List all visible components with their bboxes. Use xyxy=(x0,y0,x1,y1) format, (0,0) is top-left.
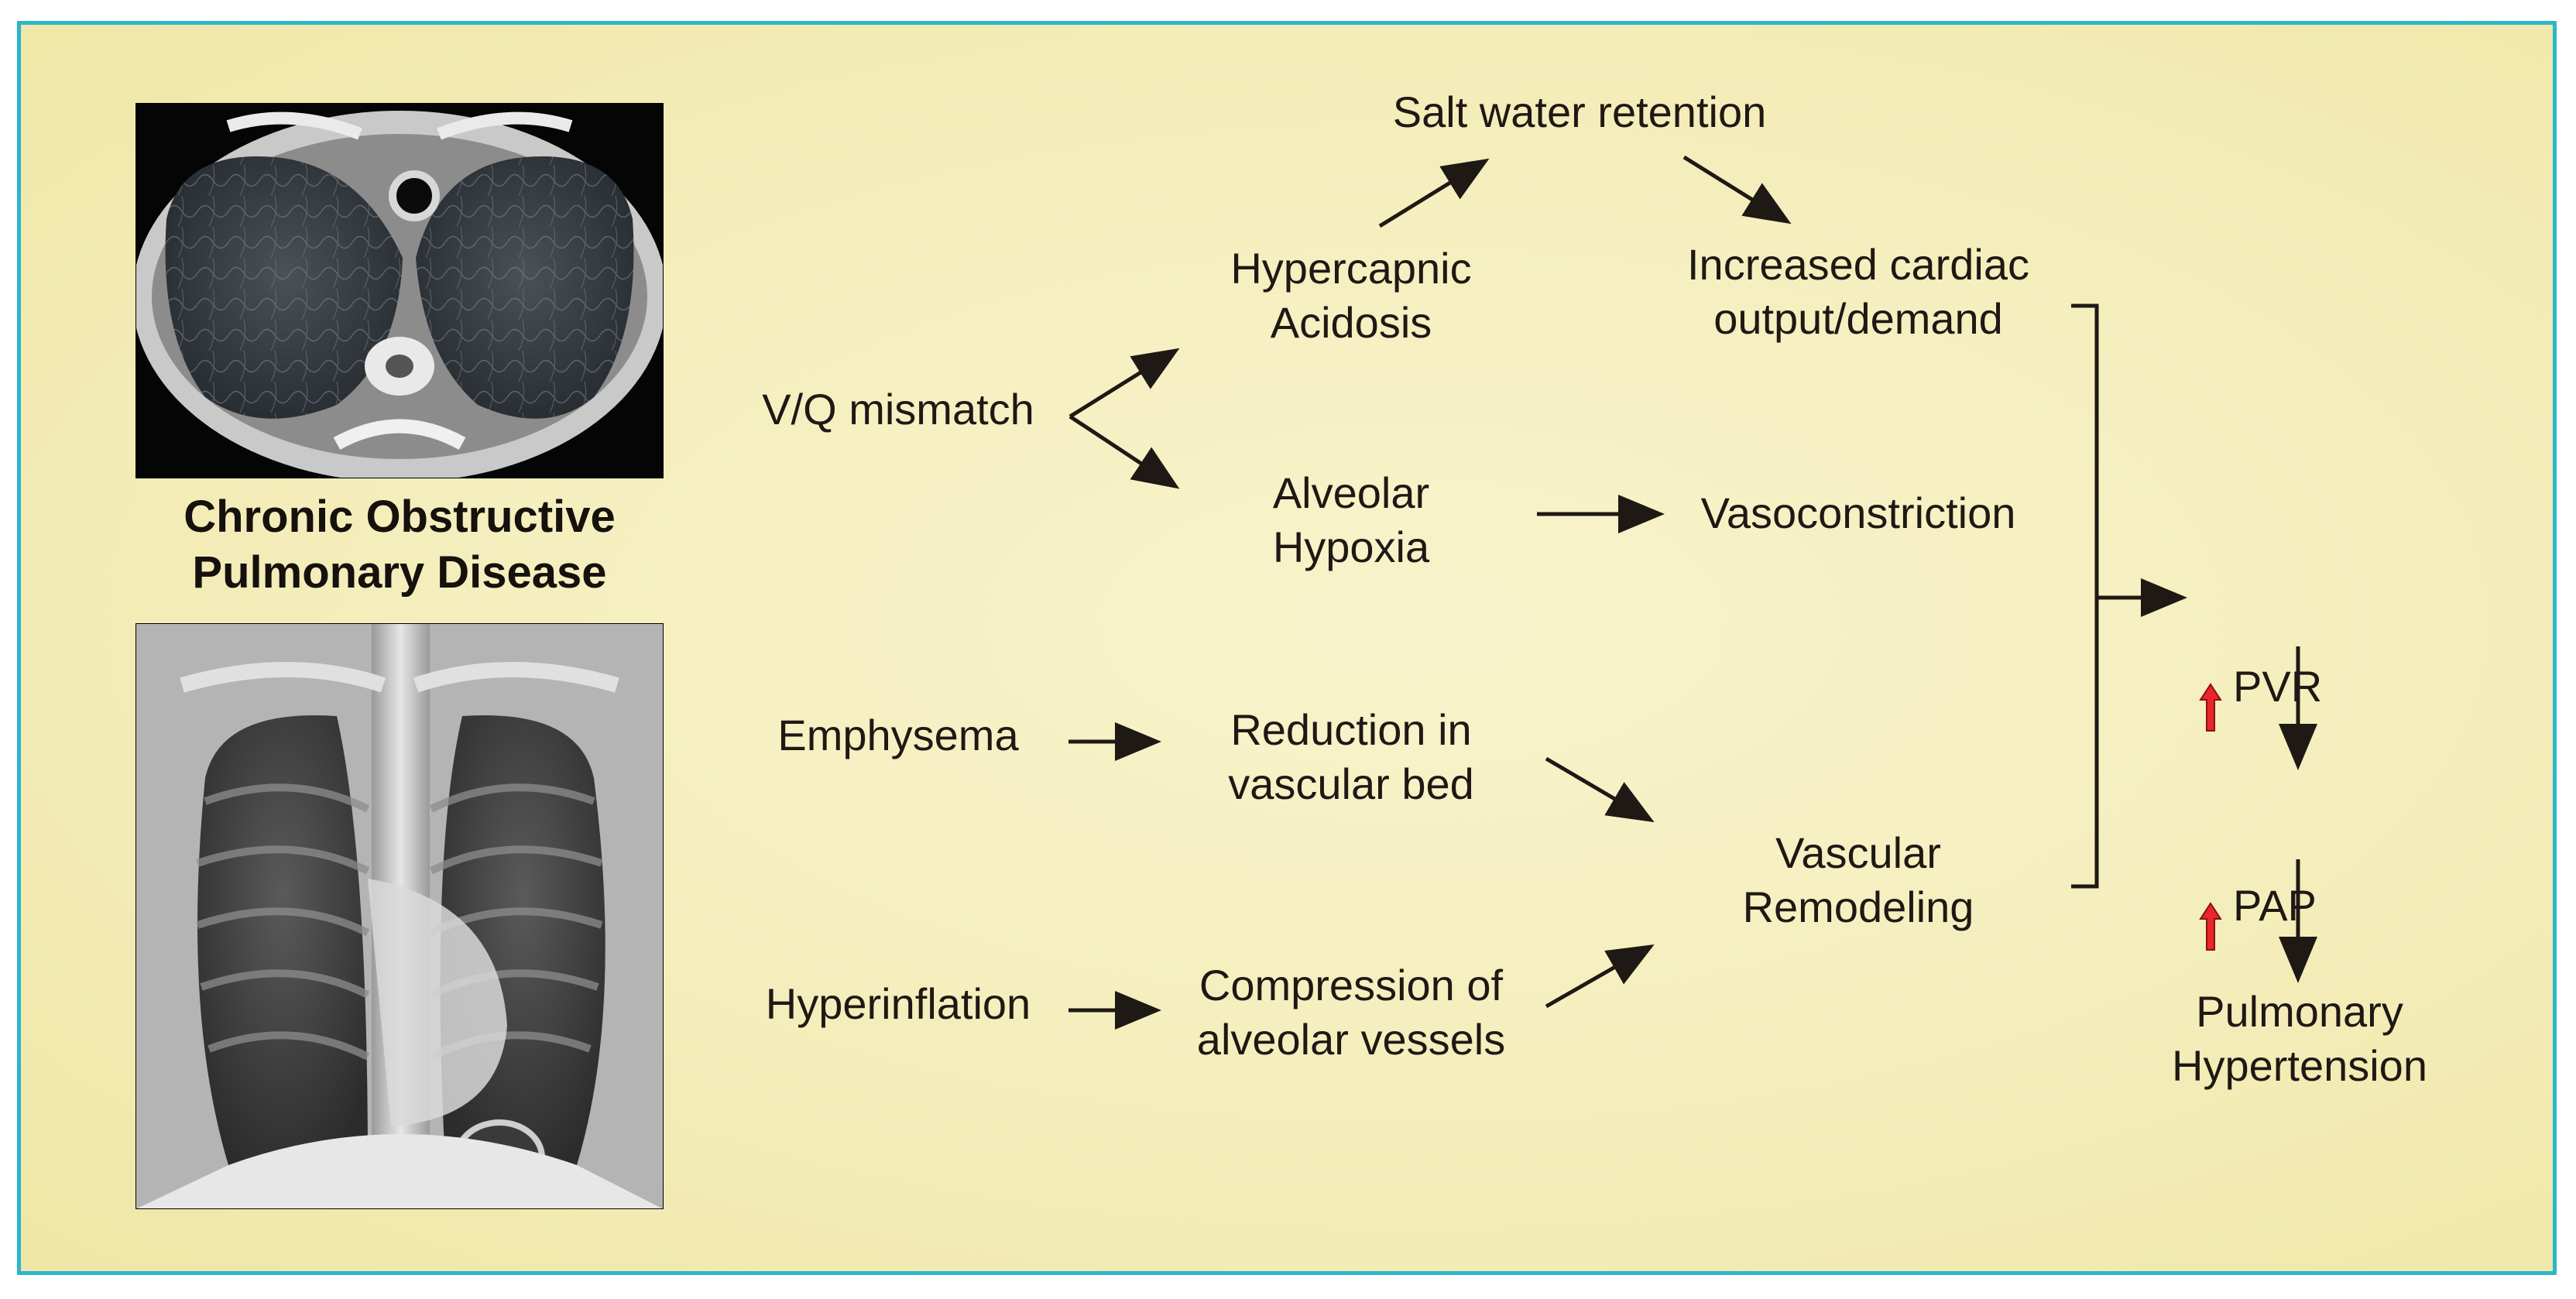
arrow-hypercapnic-to-salt xyxy=(1378,158,1490,228)
node-pvr: PVR xyxy=(2199,574,2400,745)
bracket-to-pvr xyxy=(2071,303,2099,889)
node-vq-mismatch: V/Q mismatch xyxy=(762,385,1034,434)
pap-label: PAP xyxy=(2233,881,2317,930)
node-salt-water-retention: Salt water retention xyxy=(1392,87,1767,136)
node-pulmonary-hypertension: Pulmonary Hypertension xyxy=(2172,987,2427,1090)
node-vascular-remodeling: Vascular Remodeling xyxy=(1742,828,1974,931)
node-reduction-in-vascular-bed: Reduction in vascular bed xyxy=(1228,705,1474,808)
node-hypercapnic-acidosis: Hypercapnic Acidosis xyxy=(1230,244,1472,347)
node-pap: PAP xyxy=(2199,793,2400,964)
figure-caption: Chronic Obstructive Pulmonary Disease xyxy=(184,492,616,598)
arrow-vq-to-hypercapnic xyxy=(1068,348,1180,419)
ct-scan-image xyxy=(135,103,664,478)
node-vasoconstriction: Vasoconstriction xyxy=(1700,488,2016,537)
node-hyperinflation: Hyperinflation xyxy=(765,979,1031,1028)
arrow-salt-to-cardiac xyxy=(1682,155,1792,224)
arrow-reduction-to-remodeling xyxy=(1545,756,1655,823)
node-increased-cardiac-output: Increased cardiac output/demand xyxy=(1686,240,2029,343)
pvr-label: PVR xyxy=(2233,662,2323,711)
node-alveolar-hypoxia: Alveolar Hypoxia xyxy=(1272,468,1430,571)
node-compression-of-alveolar-vessels: Compression of alveolar vessels xyxy=(1196,961,1506,1064)
increase-arrow-icon xyxy=(2199,848,2222,964)
increase-arrow-icon xyxy=(2199,629,2222,745)
arrow-vq-to-alveolar xyxy=(1068,414,1180,489)
arrow-compression-to-remodeling xyxy=(1545,944,1655,1009)
node-emphysema: Emphysema xyxy=(777,711,1019,759)
chest-xray-image xyxy=(135,623,664,1209)
